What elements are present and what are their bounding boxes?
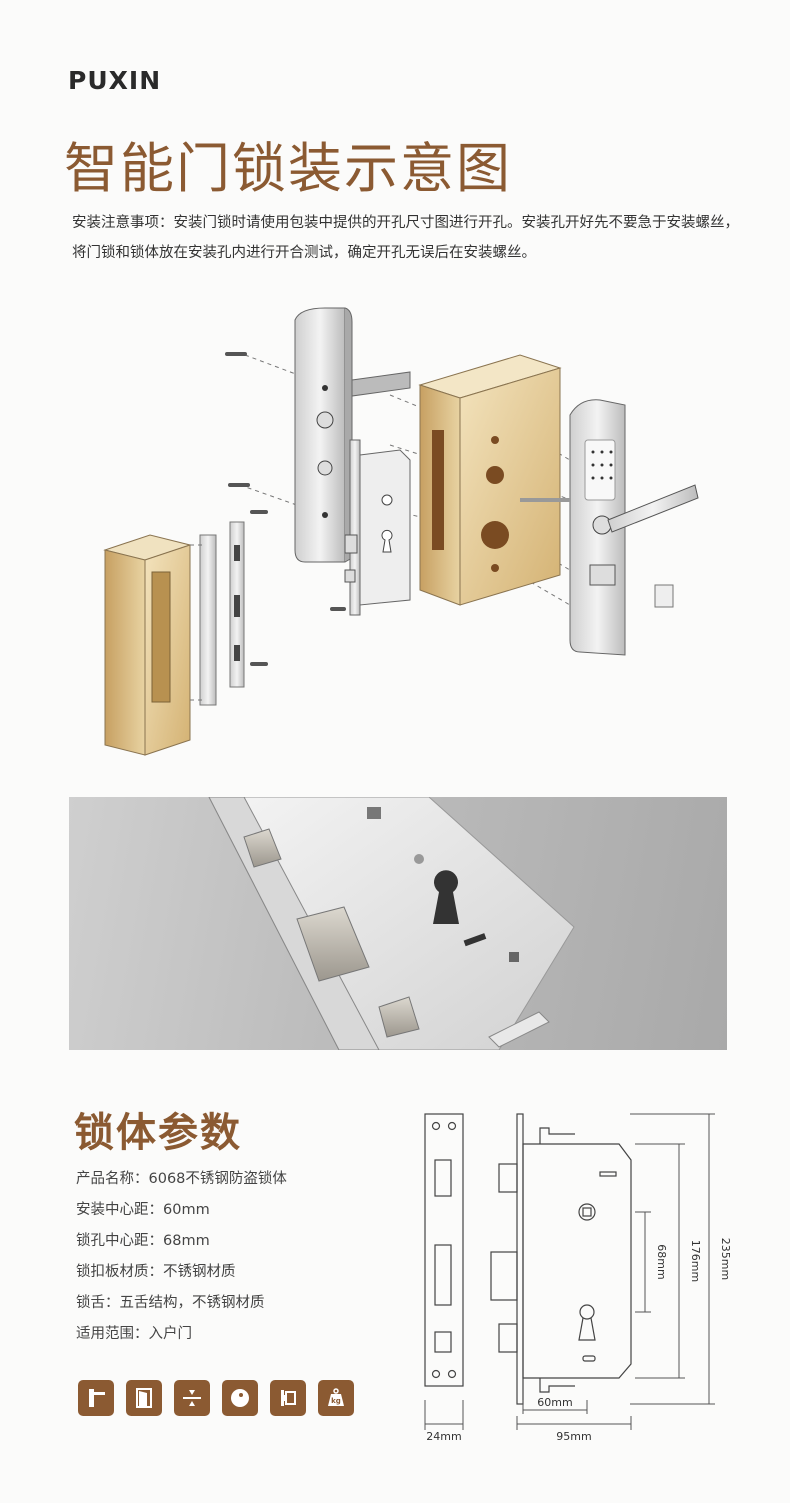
- strike-plate: [199, 521, 245, 706]
- spec-item-keyhole-center: 锁孔中心距：68mm: [76, 1233, 210, 1249]
- lock-body-photo-drawing: [208, 797, 575, 1050]
- weight-label: kg: [331, 1397, 341, 1405]
- door-frame-post: [103, 534, 192, 756]
- strike-plate-drawing: [424, 1113, 464, 1387]
- installation-notice: 安装注意事项：安装门锁时请使用包装中提供的开孔尺寸图进行开孔。安装孔开好先不要急…: [72, 215, 739, 261]
- lock-body-drawing: [490, 1113, 632, 1405]
- spec-item-mount-center: 安装中心距：60mm: [76, 1202, 210, 1218]
- smart-lock-panel: [520, 399, 699, 656]
- dim-95mm: 95mm: [556, 1430, 591, 1443]
- feature-icons: kg: [78, 1380, 354, 1416]
- brand-logo: PUXIN: [68, 66, 162, 95]
- dim-235mm: 235mm: [719, 1238, 732, 1280]
- knob-icon: [222, 1380, 258, 1416]
- door-block: [418, 354, 562, 606]
- door-icon: [126, 1380, 162, 1416]
- spec-item-bolts: 锁舌：五舌结构，不锈钢材质: [76, 1295, 265, 1311]
- lock-body-photo: [69, 797, 727, 1050]
- dim-24mm: 24mm: [426, 1430, 461, 1443]
- lock-body-icon: [270, 1380, 306, 1416]
- outer-panel: [294, 307, 411, 563]
- dim-176mm: 176mm: [689, 1240, 702, 1282]
- weight-icon: kg: [318, 1380, 354, 1416]
- spec-item-strike-material: 锁扣板材质：不锈钢材质: [76, 1264, 236, 1280]
- dimension-lines: [424, 1113, 715, 1430]
- exploded-diagram: [103, 307, 699, 756]
- spec-list: 产品名称：6068不锈钢防盗锁体 安装中心距：60mm 锁孔中心距：68mm 锁…: [76, 1164, 287, 1350]
- dim-60mm: 60mm: [537, 1396, 572, 1409]
- handle-icon: [78, 1380, 114, 1416]
- mortise-lock-body: [344, 439, 411, 616]
- screw-icon: [225, 352, 346, 666]
- page-title: 智能门锁装示意图: [64, 137, 512, 200]
- thickness-icon: [174, 1380, 210, 1416]
- spec-item-name: 产品名称：6068不锈钢防盗锁体: [76, 1171, 287, 1187]
- technical-drawing: 68mm 176mm 235mm 60mm 95mm 24mm: [424, 1113, 732, 1443]
- spec-item-usage: 适用范围：入户门: [76, 1326, 192, 1342]
- dim-68mm: 68mm: [655, 1244, 668, 1279]
- params-title: 锁体参数: [74, 1110, 242, 1156]
